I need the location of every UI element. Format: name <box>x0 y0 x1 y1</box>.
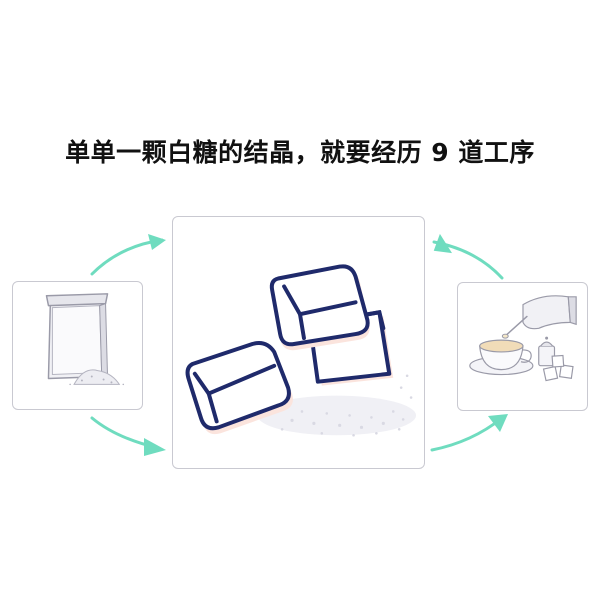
arrow-bottom-right <box>430 414 508 452</box>
sugar-cubes-icon <box>185 264 417 437</box>
tea-cup-card <box>457 282 588 411</box>
sugar-bag-card <box>12 281 143 410</box>
headline: 单单一颗白糖的结晶，就要经历 9 道工序 <box>65 138 535 167</box>
sugar-bag-icon <box>45 293 125 386</box>
arrow-bottom-left <box>90 416 166 456</box>
tea-cup-icon <box>469 295 577 382</box>
sugar-cubes-card <box>172 216 425 469</box>
arrow-top-right <box>432 233 504 280</box>
arrow-top-left <box>90 234 166 276</box>
